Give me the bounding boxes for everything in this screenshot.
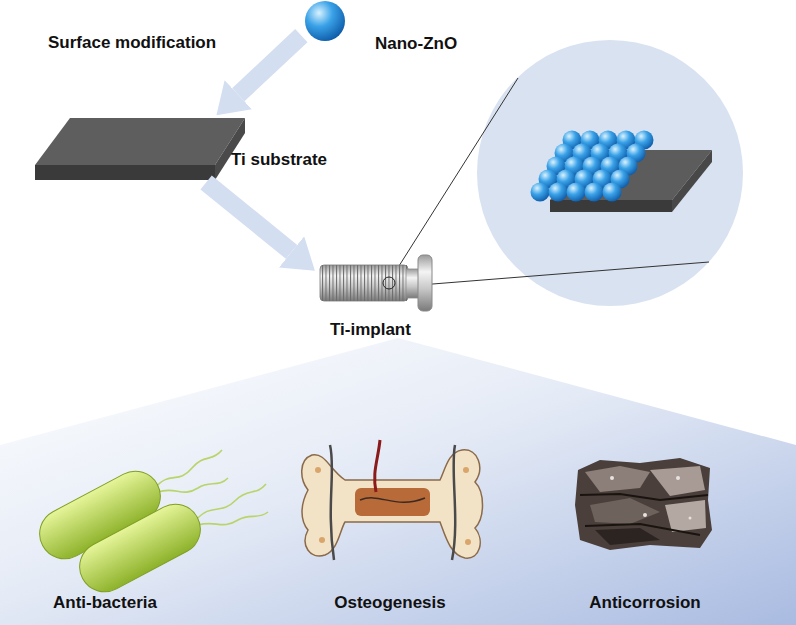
nano-zno-sphere bbox=[305, 1, 345, 41]
corrosion-speck bbox=[643, 513, 647, 517]
corrosion-patch bbox=[665, 500, 706, 532]
node-label: Osteogenesis bbox=[300, 593, 480, 613]
corrosion-patch bbox=[585, 466, 650, 492]
node-label: Anti-bacteria bbox=[15, 593, 195, 613]
substrate-top bbox=[35, 118, 245, 165]
nano-particle bbox=[531, 183, 550, 202]
substrate-node: Ti substrate bbox=[35, 118, 245, 180]
bone-dot bbox=[465, 539, 471, 545]
flagellum bbox=[198, 512, 268, 525]
screw-head bbox=[418, 255, 432, 311]
corrosion-speck bbox=[610, 476, 614, 480]
corrosion-speck bbox=[689, 517, 692, 520]
corrosion-patch bbox=[595, 528, 660, 545]
blood-vessel bbox=[452, 445, 455, 560]
node-label: Ti substrate bbox=[231, 150, 327, 170]
bone-dot bbox=[315, 467, 321, 473]
screw-shaft bbox=[320, 265, 408, 301]
blood-vessel bbox=[330, 445, 334, 560]
marrow-vein bbox=[360, 498, 425, 502]
corrosion-crack bbox=[580, 494, 708, 535]
nano-particle-layer bbox=[531, 131, 654, 202]
property-node: Osteogenesis bbox=[300, 440, 480, 620]
property-node: Anti-bacteria bbox=[15, 445, 195, 620]
node-label: Anticorrosion bbox=[560, 593, 730, 613]
corrosion-patch bbox=[650, 466, 705, 496]
bone-dot bbox=[319, 537, 325, 543]
flagellum bbox=[155, 450, 222, 488]
substrate-side bbox=[215, 118, 245, 180]
zoom-slab-side bbox=[672, 150, 712, 212]
nano-particle bbox=[585, 183, 604, 202]
implant-node: Ti-implant bbox=[318, 253, 434, 311]
edge-label: Surface modification bbox=[48, 33, 216, 53]
flagellum bbox=[196, 484, 266, 520]
bone-dot bbox=[463, 467, 469, 473]
node-label: Nano-ZnO bbox=[375, 34, 457, 54]
bone-marrow bbox=[355, 488, 430, 516]
process-arrow bbox=[206, 183, 291, 252]
substrate-front bbox=[35, 165, 215, 180]
process-arrow bbox=[238, 36, 301, 95]
nano-particle bbox=[603, 183, 622, 202]
blood-vessel bbox=[375, 440, 380, 492]
corrosion-speck bbox=[676, 476, 680, 480]
property-node: Anticorrosion bbox=[560, 455, 730, 620]
zoom-marker bbox=[383, 277, 395, 289]
flagellum bbox=[158, 478, 228, 492]
corrosion-icon bbox=[575, 458, 712, 550]
nano-particle-node: Nano-ZnO bbox=[305, 1, 345, 41]
nano-particle bbox=[549, 183, 568, 202]
screw-thread bbox=[321, 265, 407, 301]
bacterium bbox=[71, 495, 209, 600]
node-label: Ti-implant bbox=[330, 320, 411, 340]
zoom-leader-line bbox=[395, 262, 709, 287]
zoom-slab-front bbox=[550, 200, 672, 212]
zoom-leader-line bbox=[392, 78, 518, 277]
corrosion-patch bbox=[590, 498, 660, 524]
nano-particle bbox=[567, 183, 586, 202]
property-band bbox=[0, 338, 796, 625]
